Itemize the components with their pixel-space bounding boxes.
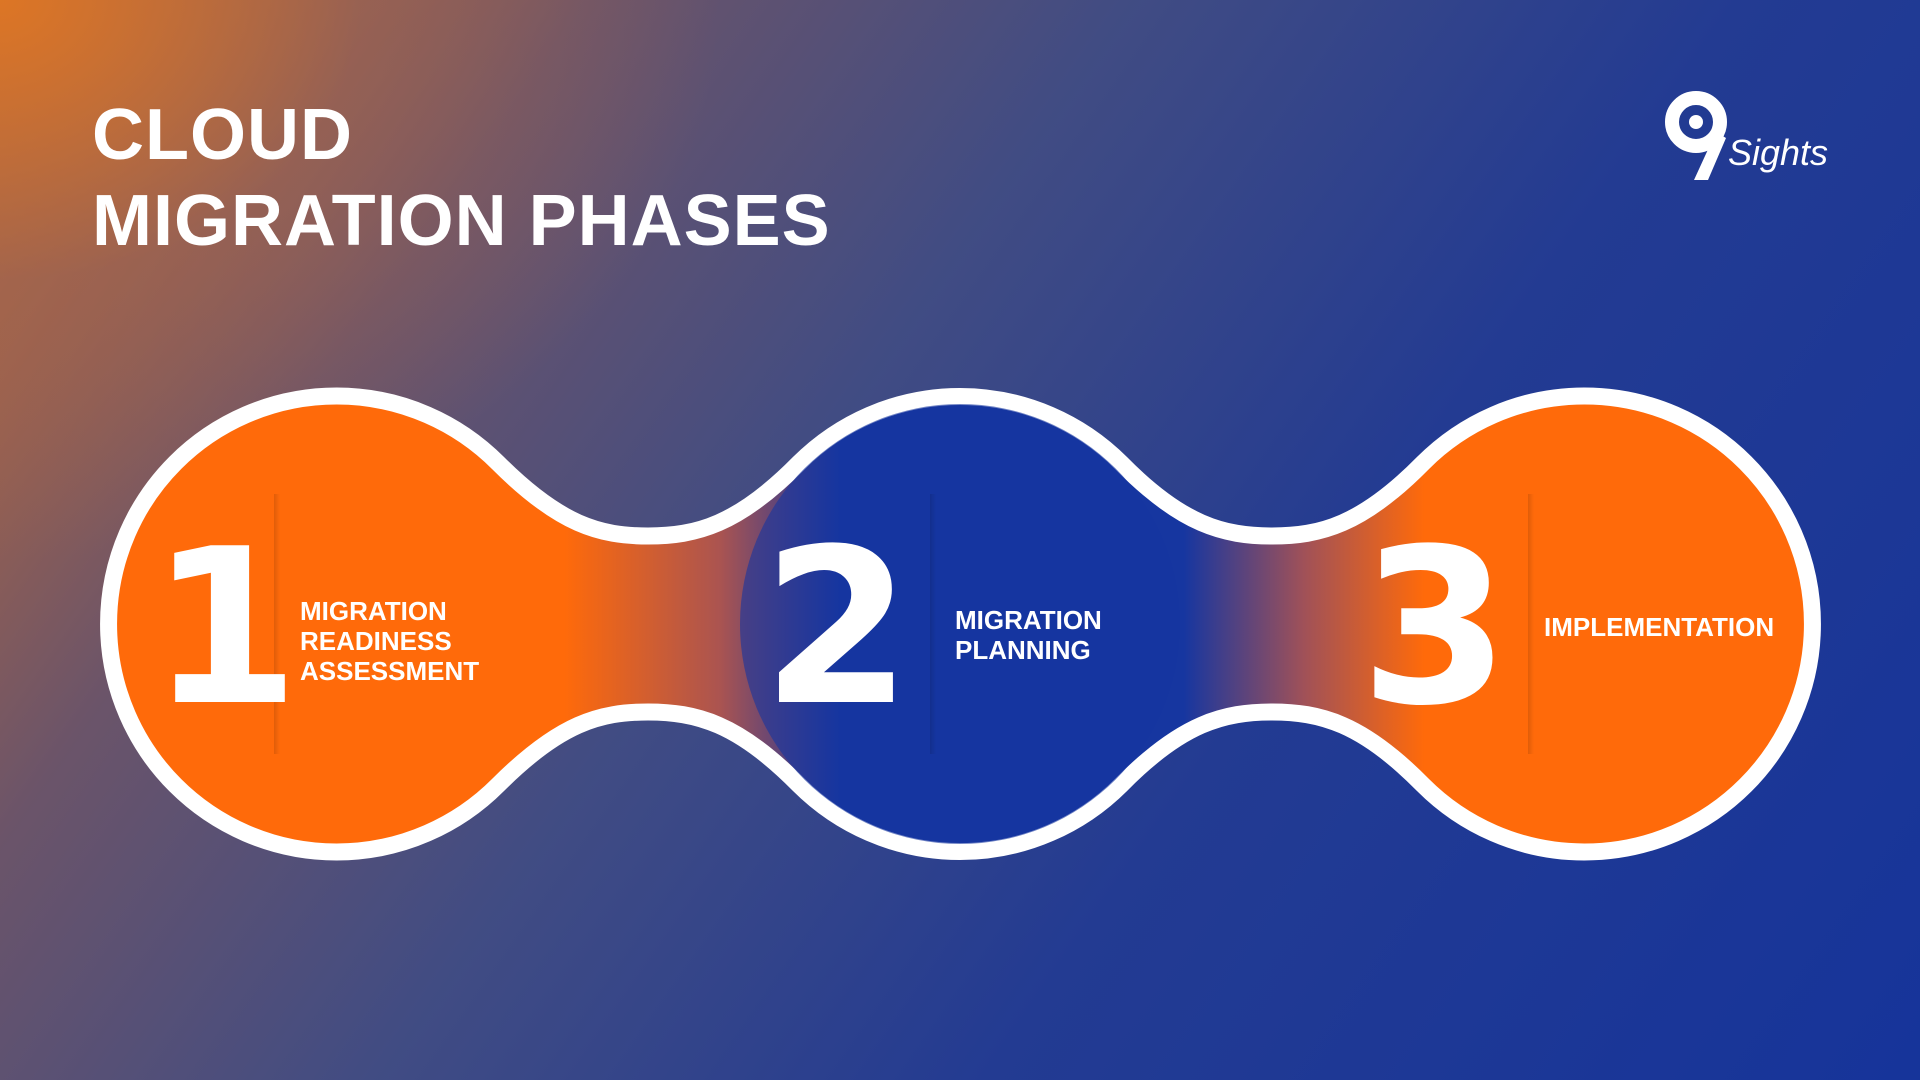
divider <box>930 494 936 754</box>
label-line: READINESS <box>300 626 452 656</box>
label-line: MIGRATION <box>955 605 1102 635</box>
label-line: ASSESSMENT <box>300 656 480 686</box>
logo-text: Sights <box>1728 132 1829 173</box>
page-title: CLOUD MIGRATION PHASES <box>92 92 831 264</box>
phase-1-number: 1 <box>150 502 300 753</box>
phase-3-label: IMPLEMENTATION <box>1544 612 1774 642</box>
divider <box>274 494 280 754</box>
title-line-2: MIGRATION PHASES <box>92 181 831 261</box>
phase-3-number: 3 <box>1360 502 1510 753</box>
label-line: IMPLEMENTATION <box>1544 612 1775 642</box>
phase-1-label: MIGRATION READINESS ASSESSMENT <box>300 596 479 686</box>
logo: Sights <box>1660 88 1840 188</box>
logo-nine-icon <box>1665 91 1727 180</box>
title-line-1: CLOUD <box>92 95 353 175</box>
phase-2-label: MIGRATION PLANNING <box>955 605 1102 665</box>
phase-2-number: 2 <box>762 502 912 753</box>
phase-2-circle <box>740 404 1180 844</box>
label-line: MIGRATION <box>300 596 447 626</box>
label-line: PLANNING <box>955 635 1091 665</box>
divider <box>1528 494 1534 754</box>
